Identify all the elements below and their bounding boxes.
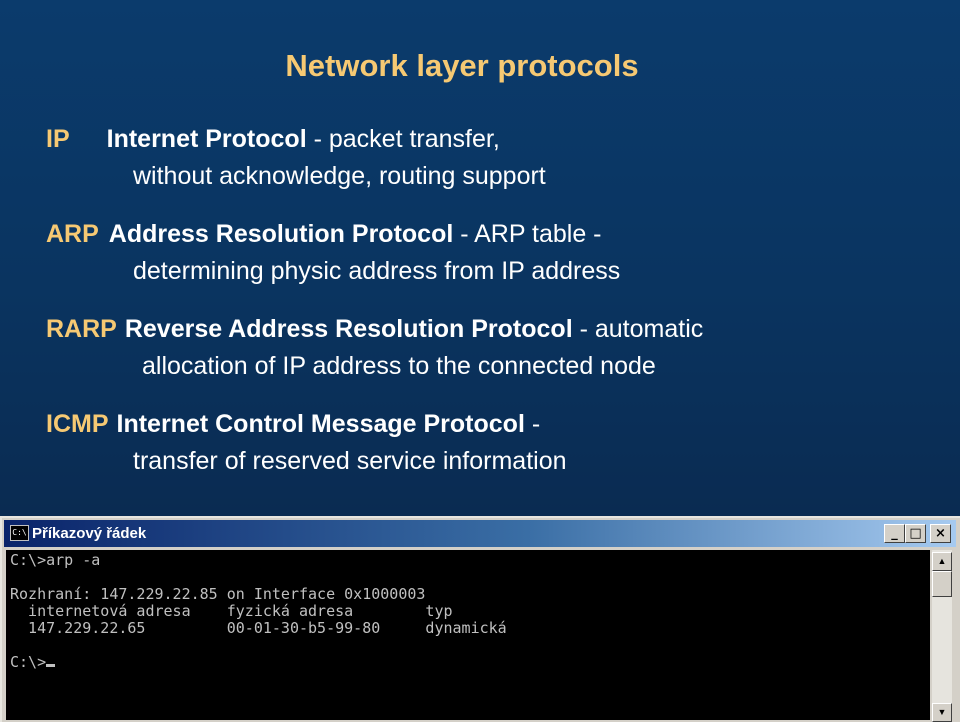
maximize-button[interactable]: □ xyxy=(905,524,926,543)
window-title: Příkazový řádek xyxy=(32,525,147,542)
minimize-button[interactable]: _ xyxy=(884,524,905,543)
terminal-line: Rozhraní: 147.229.22.85 on Interface 0x1… xyxy=(10,585,426,603)
terminal-line: ​ xyxy=(10,637,930,654)
protocol-desc-line2: determining physic address from IP addre… xyxy=(133,257,621,285)
protocol-full-name: Internet Control Message Protocol xyxy=(116,410,525,438)
protocol-abbr: IP xyxy=(46,125,70,153)
close-button[interactable]: × xyxy=(930,524,951,543)
protocol-desc: - packet transfer, xyxy=(306,125,500,153)
terminal-line: ​ xyxy=(10,569,930,586)
protocol-full-name: Address Resolution Protocol xyxy=(108,220,454,248)
scroll-thumb[interactable] xyxy=(932,571,952,597)
slide-title: Network layer protocols xyxy=(285,48,639,83)
protocol-ip: IP Internet Protocol - packet transfer, w… xyxy=(46,121,546,195)
protocol-desc: - automatic xyxy=(572,315,704,343)
protocol-abbr: ICMP xyxy=(46,410,109,438)
protocol-desc: - xyxy=(524,410,541,438)
scroll-down-button[interactable]: ▼ xyxy=(932,703,952,722)
protocol-full-name: Reverse Address Resolution Protocol xyxy=(124,315,573,343)
terminal-prompt-line: C:\> xyxy=(10,654,930,671)
protocol-abbr: ARP xyxy=(46,220,99,248)
protocol-full-name: Internet Protocol xyxy=(106,125,307,153)
terminal-output[interactable]: C:\>arp -a​Rozhraní: 147.229.22.85 on In… xyxy=(6,550,930,720)
protocol-desc: - ARP table - xyxy=(453,220,602,248)
window-titlebar[interactable]: C:\ Příkazový řádek _ □ × xyxy=(4,520,956,547)
scroll-up-button[interactable]: ▲ xyxy=(932,552,952,571)
terminal-line: internetová adresa fyzická adresa typ xyxy=(10,602,453,620)
vertical-scrollbar[interactable]: ▲ ▼ xyxy=(932,550,952,722)
protocol-desc-line2: transfer of reserved service information xyxy=(133,447,567,475)
console-icon[interactable]: C:\ xyxy=(10,525,29,541)
protocol-desc-line2: without acknowledge, routing support xyxy=(133,162,546,190)
text-cursor xyxy=(46,664,56,667)
terminal-prompt: C:\> xyxy=(10,653,47,671)
command-prompt-window: C:\ Příkazový řádek _ □ × C:\>arp -a​Roz… xyxy=(0,516,960,722)
protocol-abbr: RARP xyxy=(46,315,117,343)
terminal-line: 147.229.22.65 00-01-30-b5-99-80 dynamick… xyxy=(10,619,507,637)
protocol-desc-line2: allocation of IP address to the connecte… xyxy=(142,352,656,380)
terminal-line: C:\>arp -a xyxy=(10,551,101,569)
protocol-arp: ARP Address Resolution Protocol - ARP tab… xyxy=(46,216,620,290)
